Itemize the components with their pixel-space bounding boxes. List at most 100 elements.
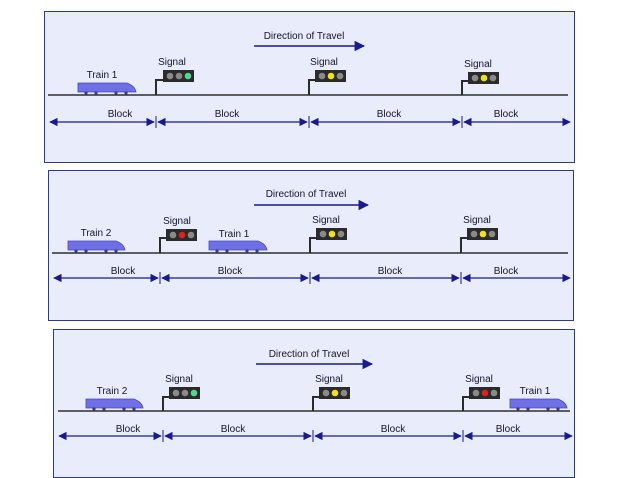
signal-lamp-yellow [479, 230, 487, 238]
direction-of-travel-label: Direction of Travel [269, 349, 350, 360]
train-wheel [114, 91, 118, 95]
train-wheel [546, 407, 550, 411]
train-label: Train 2 [97, 386, 128, 397]
signal-lamp-off [172, 389, 180, 397]
signal-label: Signal [312, 215, 340, 226]
train-wheel [255, 249, 259, 253]
signal-3: Signal [460, 215, 498, 253]
train-wheel [124, 91, 128, 95]
train-wheel [94, 91, 98, 95]
signal-post [155, 79, 163, 95]
signal-lamp-off [175, 72, 183, 80]
signal-3: Signal [461, 59, 499, 95]
block-dimension-row: Block Block Block Block [58, 424, 573, 442]
train-label: Train 1 [520, 386, 551, 397]
block-label: Block [111, 266, 136, 277]
train-label: Train 1 [219, 229, 250, 240]
panel-3: Direction of Travel Train 2 Train 1 Sign… [58, 349, 573, 442]
signal-lamp-red [481, 389, 489, 397]
signal-label: Signal [463, 215, 491, 226]
signal-label: Signal [464, 59, 492, 70]
signal-lamp-red [178, 231, 186, 239]
block-label: Block [108, 109, 133, 120]
train-wheel [74, 249, 78, 253]
train-body [67, 240, 126, 251]
train-wheel [102, 407, 106, 411]
signal-lamp-off [471, 74, 479, 82]
train-1: Train 1 [509, 386, 568, 411]
signal-2: Signal [309, 215, 347, 253]
signal-post [460, 237, 467, 253]
signal-label: Signal [310, 57, 338, 68]
block-dimension-row: Block Block Block Block [49, 109, 571, 128]
signal-lamp-yellow [480, 74, 488, 82]
train-1: Train 1 [77, 70, 137, 95]
signal-post [309, 237, 316, 253]
signal-lamp-off [490, 389, 498, 397]
train-body [208, 240, 268, 251]
signal-label: Signal [158, 57, 186, 68]
panel-2: Direction of Travel Train 2 Train 1 Sign… [52, 189, 571, 284]
signal-2: Signal [312, 374, 350, 411]
train-wheel [92, 407, 96, 411]
signal-label: Signal [315, 374, 343, 385]
block-label: Block [377, 109, 402, 120]
train-body [77, 82, 137, 93]
train-wheel [225, 249, 229, 253]
train-wheel [245, 249, 249, 253]
signal-post [308, 79, 315, 95]
signal-lamp-off [187, 231, 195, 239]
block-label: Block [494, 266, 519, 277]
train-body [85, 398, 144, 409]
block-label: Block [378, 266, 403, 277]
signal-lamp-yellow [327, 72, 335, 80]
train-label: Train 2 [81, 228, 112, 239]
train-label: Train 1 [87, 70, 118, 81]
signal-lamp-off [337, 230, 345, 238]
train-1: Train 1 [208, 229, 268, 253]
signal-lamp-off [322, 389, 330, 397]
block-label: Block [494, 109, 519, 120]
block-label: Block [381, 424, 406, 435]
direction-of-travel-label: Direction of Travel [266, 189, 347, 200]
block-label: Block [221, 424, 246, 435]
signal-lamp-off [318, 72, 326, 80]
block-label: Block [218, 266, 243, 277]
signal-lamp-off [489, 74, 497, 82]
signal-lamp-yellow [328, 230, 336, 238]
signal-lamp-off [166, 72, 174, 80]
signal-lamp-off [340, 389, 348, 397]
signal-1: Signal [155, 57, 194, 95]
signal-lamp-off [181, 389, 189, 397]
signal-label: Signal [465, 374, 493, 385]
train-wheel [84, 91, 88, 95]
block-dimension-row: Block Block Block Block [53, 266, 571, 284]
signal-post [162, 396, 169, 411]
signal-3: Signal [462, 374, 500, 411]
train-wheel [556, 407, 560, 411]
block-label: Block [215, 109, 240, 120]
signal-post [461, 80, 468, 95]
signal-label: Signal [165, 374, 193, 385]
train-wheel [526, 407, 530, 411]
train-wheel [104, 249, 108, 253]
train-2: Train 2 [67, 228, 126, 253]
signal-lamp-yellow [331, 389, 339, 397]
train-wheel [114, 249, 118, 253]
train-wheel [122, 407, 126, 411]
signal-post [312, 396, 319, 411]
block-label: Block [496, 424, 521, 435]
signal-lamp-off [319, 230, 327, 238]
signal-1: Signal [162, 374, 200, 411]
signal-lamp-green [190, 389, 198, 397]
signal-post [462, 396, 469, 411]
block-label: Block [116, 424, 141, 435]
signal-lamp-off [470, 230, 478, 238]
signal-lamp-green [184, 72, 192, 80]
train-2: Train 2 [85, 386, 144, 411]
train-wheel [132, 407, 136, 411]
signal-lamp-off [169, 231, 177, 239]
signal-2: Signal [308, 57, 346, 95]
signal-lamp-off [336, 72, 344, 80]
signal-1: Signal [159, 216, 197, 253]
